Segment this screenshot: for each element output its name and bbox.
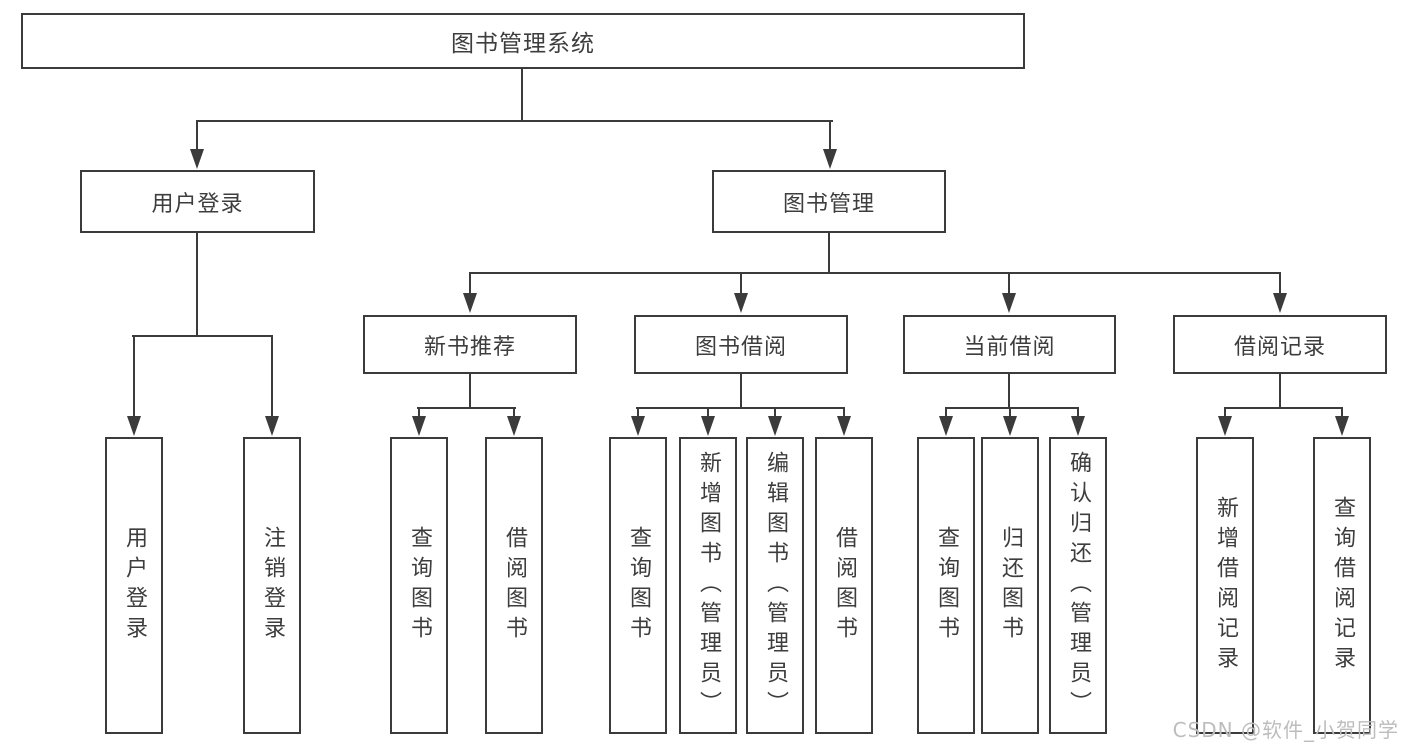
csdn-watermark: CSDN @软件_小贺同学 bbox=[1172, 718, 1399, 742]
node-leaf-cb-return-books: 归还图书 bbox=[981, 437, 1039, 734]
connector-new-book-trunk bbox=[469, 374, 471, 407]
connector-drop-borrow-record bbox=[1279, 274, 1281, 294]
node-current-borrowing-label: 当前借阅 bbox=[963, 334, 1056, 360]
connector-drop-bb-query bbox=[637, 409, 639, 417]
connector-current-borrow-trunk bbox=[1008, 374, 1010, 407]
connector-level2-split bbox=[469, 272, 1281, 274]
connector-drop-book-borrow bbox=[740, 274, 742, 294]
arrowhead-user-login bbox=[190, 149, 204, 169]
connector-drop-nb-borrow bbox=[513, 409, 515, 417]
arrowhead-nb-query bbox=[412, 416, 426, 436]
node-leaf-bb-borrow-books: 借阅图书 bbox=[815, 437, 873, 734]
arrowhead-logout-leaf bbox=[265, 416, 279, 436]
connector-drop-br-add bbox=[1224, 409, 1226, 417]
connector-user-login-trunk bbox=[196, 233, 198, 335]
node-book-management-label: 图书管理 bbox=[782, 191, 875, 217]
connector-drop-br-query bbox=[1341, 409, 1343, 417]
connector-book-borrow-trunk bbox=[740, 374, 742, 407]
node-borrowing-records: 借阅记录 bbox=[1173, 315, 1387, 374]
connector-level1-split bbox=[196, 120, 833, 122]
connector-drop-book-management bbox=[829, 122, 831, 150]
node-leaf-cb-return-books-label: 归还图书 bbox=[998, 525, 1023, 646]
node-user-login-label: 用户登录 bbox=[151, 191, 244, 217]
node-library-management-system: 图书管理系统 bbox=[21, 13, 1025, 69]
node-leaf-bb-query-books: 查询图书 bbox=[609, 437, 667, 734]
arrowhead-book-borrow bbox=[734, 293, 748, 313]
node-leaf-bb-edit-books-admin: 编辑图书（管理员） bbox=[746, 437, 804, 734]
node-current-borrowing: 当前借阅 bbox=[903, 315, 1116, 374]
node-leaf-br-query-record-label: 查询借阅记录 bbox=[1330, 495, 1355, 676]
node-leaf-user-login: 用户登录 bbox=[105, 437, 163, 734]
arrowhead-new-book bbox=[463, 293, 477, 313]
node-leaf-user-login-label: 用户登录 bbox=[122, 525, 147, 646]
node-leaf-nb-borrow-books-label: 借阅图书 bbox=[502, 525, 527, 646]
node-book-borrowing-label: 图书借阅 bbox=[694, 334, 787, 360]
node-leaf-bb-borrow-books-label: 借阅图书 bbox=[832, 525, 857, 646]
node-leaf-cb-query-books: 查询图书 bbox=[917, 437, 975, 734]
arrowhead-book-management bbox=[823, 149, 837, 169]
connector-drop-cb-query bbox=[945, 409, 947, 417]
connector-drop-user-login bbox=[196, 122, 198, 150]
node-library-management-system-label: 图书管理系统 bbox=[451, 31, 595, 57]
connector-drop-cb-return bbox=[1009, 409, 1011, 417]
arrowhead-cb-query bbox=[939, 416, 953, 436]
node-leaf-br-add-record: 新增借阅记录 bbox=[1196, 437, 1254, 734]
arrowhead-bb-borrow bbox=[837, 416, 851, 436]
node-leaf-bb-query-books-label: 查询图书 bbox=[626, 525, 651, 646]
node-leaf-bb-add-books-admin: 新增图书（管理员） bbox=[679, 437, 737, 734]
arrowhead-borrow-record bbox=[1273, 293, 1287, 313]
connector-drop-nb-query bbox=[418, 409, 420, 417]
arrowhead-br-add bbox=[1218, 416, 1232, 436]
node-borrowing-records-label: 借阅记录 bbox=[1233, 334, 1326, 360]
node-leaf-nb-borrow-books: 借阅图书 bbox=[485, 437, 543, 734]
connector-drop-logout-leaf bbox=[271, 337, 273, 417]
connector-book-borrow-split bbox=[636, 407, 845, 409]
node-book-borrowing: 图书借阅 bbox=[634, 315, 848, 374]
arrowhead-login-leaf bbox=[127, 416, 141, 436]
arrowhead-br-query bbox=[1335, 416, 1349, 436]
arrowhead-current-borrow bbox=[1002, 293, 1016, 313]
connector-drop-bb-borrow bbox=[843, 409, 845, 417]
arrowhead-bb-query bbox=[631, 416, 645, 436]
connector-drop-new-book bbox=[469, 274, 471, 294]
connector-new-book-split bbox=[417, 407, 516, 409]
node-book-management: 图书管理 bbox=[712, 170, 946, 233]
arrowhead-cb-return bbox=[1003, 416, 1017, 436]
node-leaf-logout-label: 注销登录 bbox=[260, 525, 285, 646]
node-leaf-cb-confirm-return-admin-label: 确认归还（管理员） bbox=[1066, 450, 1091, 721]
arrowhead-bb-add bbox=[701, 416, 715, 436]
connector-root-trunk bbox=[521, 69, 523, 120]
node-leaf-logout: 注销登录 bbox=[243, 437, 301, 734]
node-new-book-recommend: 新书推荐 bbox=[363, 315, 577, 374]
node-user-login: 用户登录 bbox=[80, 170, 315, 233]
connector-borrow-record-trunk bbox=[1279, 374, 1281, 407]
connector-drop-login-leaf bbox=[133, 337, 135, 417]
node-leaf-bb-edit-books-admin-label: 编辑图书（管理员） bbox=[763, 450, 788, 721]
node-leaf-cb-confirm-return-admin: 确认归还（管理员） bbox=[1049, 437, 1107, 734]
node-new-book-recommend-label: 新书推荐 bbox=[423, 334, 516, 360]
connector-drop-current-borrow bbox=[1008, 274, 1010, 294]
arrowhead-cb-confirm bbox=[1071, 416, 1085, 436]
connector-book-management-trunk bbox=[828, 233, 830, 272]
node-leaf-bb-add-books-admin-label: 新增图书（管理员） bbox=[696, 450, 721, 721]
connector-drop-bb-edit bbox=[774, 409, 776, 417]
node-leaf-br-query-record: 查询借阅记录 bbox=[1313, 437, 1371, 734]
connector-borrow-record-split bbox=[1224, 407, 1343, 409]
arrowhead-nb-borrow bbox=[507, 416, 521, 436]
node-leaf-cb-query-books-label: 查询图书 bbox=[934, 525, 959, 646]
node-leaf-br-add-record-label: 新增借阅记录 bbox=[1213, 495, 1238, 676]
arrowhead-bb-edit bbox=[768, 416, 782, 436]
node-leaf-nb-query-books: 查询图书 bbox=[390, 437, 448, 734]
connector-drop-cb-confirm bbox=[1077, 409, 1079, 417]
node-leaf-nb-query-books-label: 查询图书 bbox=[407, 525, 432, 646]
connector-drop-bb-add bbox=[707, 409, 709, 417]
connector-current-borrow-split bbox=[945, 407, 1079, 409]
connector-user-login-split bbox=[132, 335, 273, 337]
